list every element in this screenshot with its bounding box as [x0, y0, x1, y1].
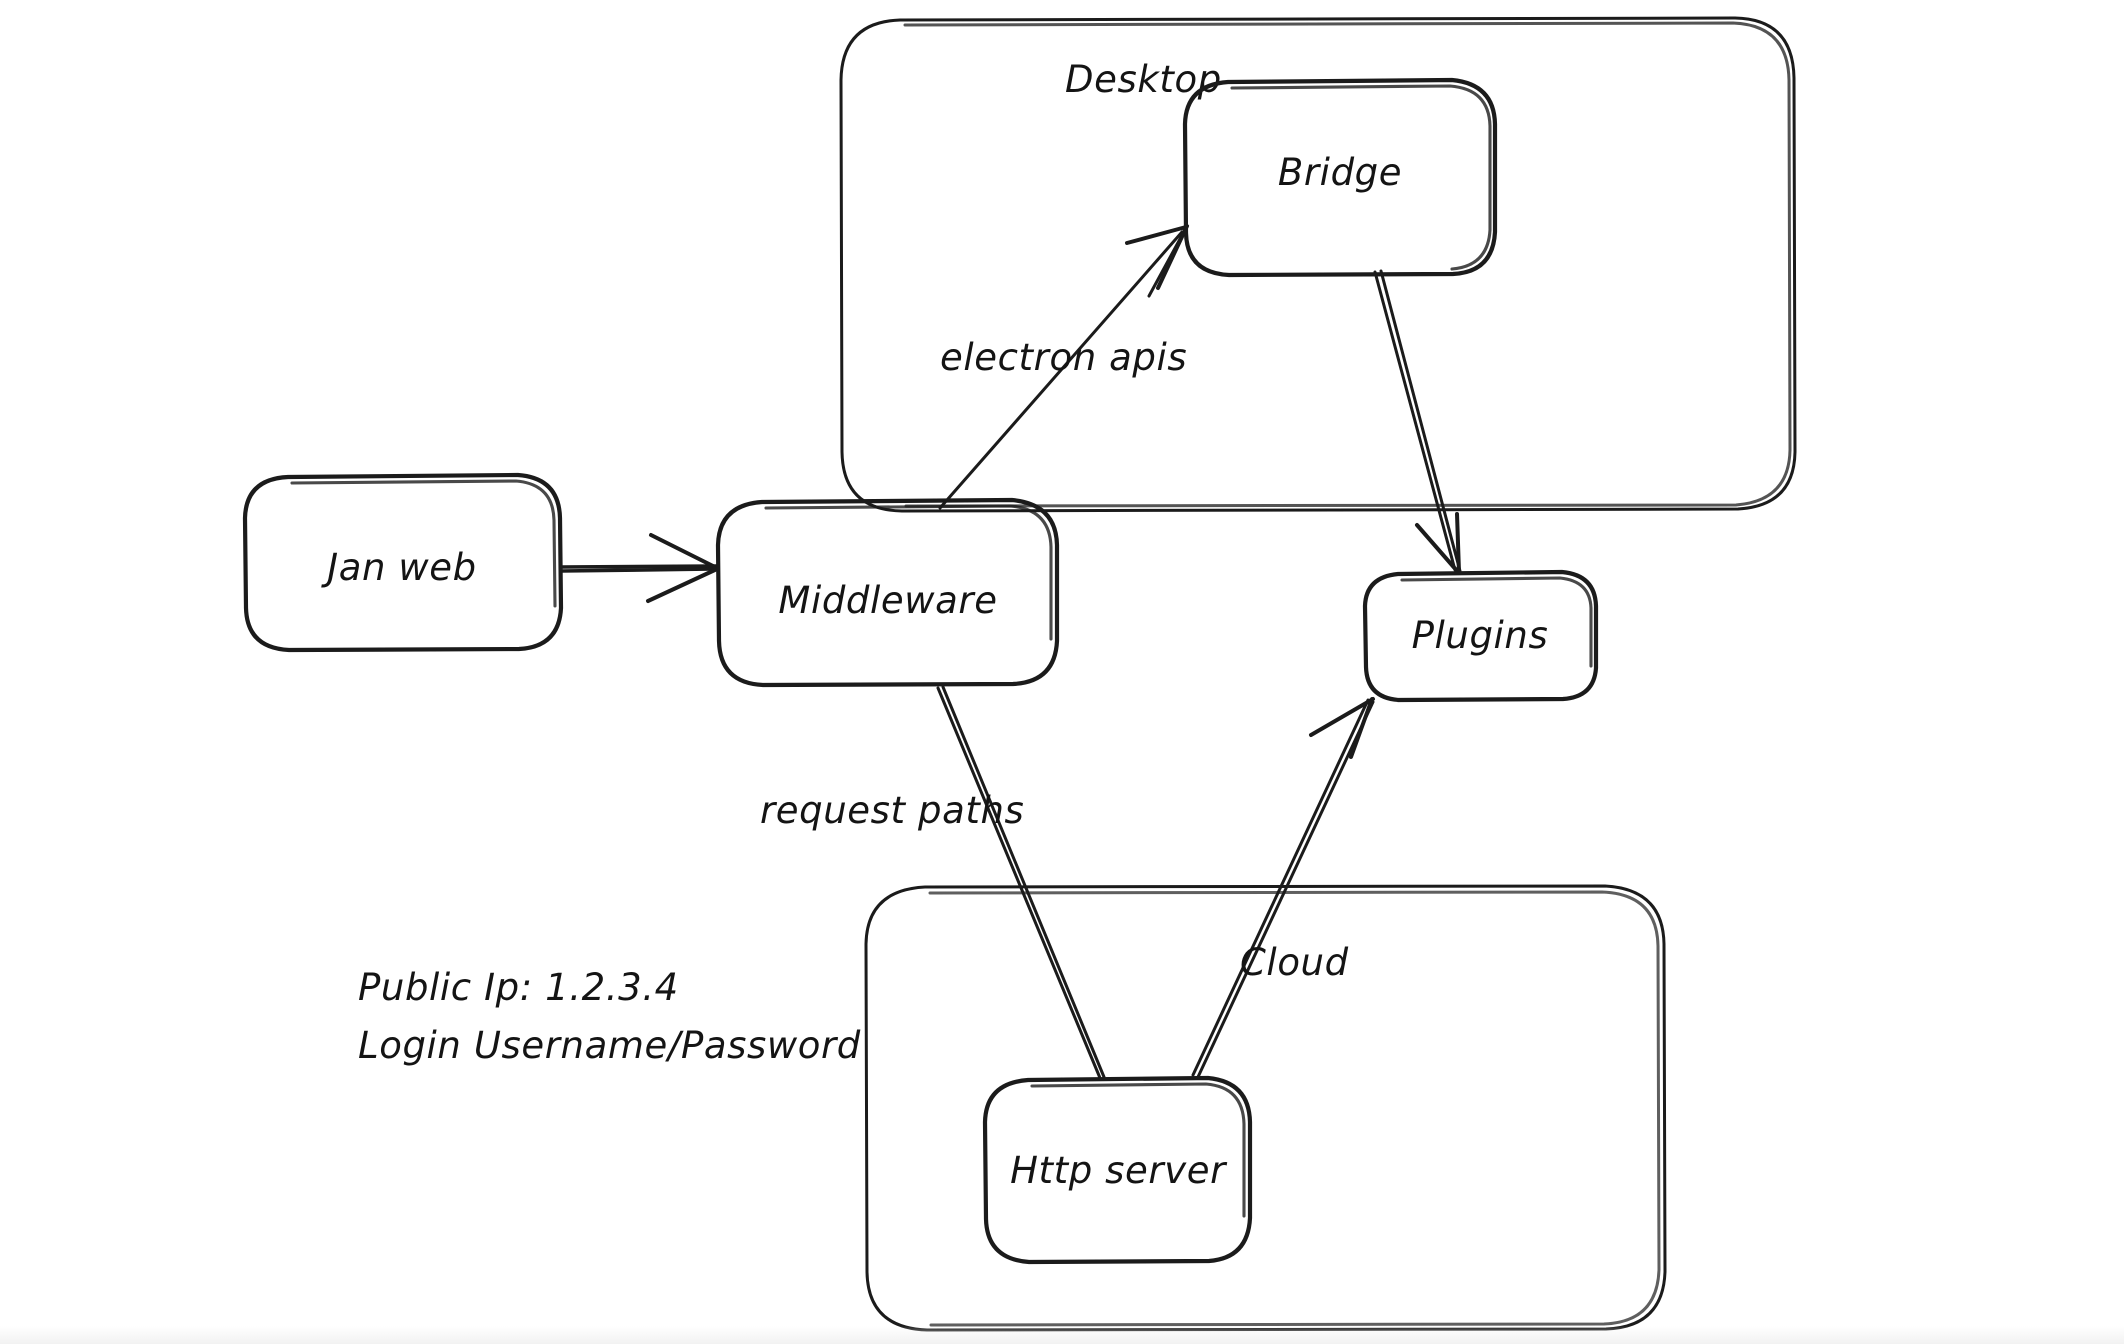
container-desktop[interactable]: Desktop [839, 16, 1797, 513]
annotation-notes: Public Ip: 1.2.3.4 Login Username/Passwo… [358, 966, 861, 1067]
edge-middleware-to-bridge: electron apis [938, 224, 1189, 510]
edge-label-cloud: Cloud [1240, 941, 1349, 984]
note-login-credentials: Login Username/Password [358, 1024, 861, 1067]
edge-bridge-to-plugins [1373, 269, 1462, 574]
edge-label-request-paths: request paths [760, 789, 1024, 832]
node-jan-web[interactable]: Jan web [242, 472, 564, 653]
node-http-server-label: Http server [1010, 1149, 1228, 1192]
edge-middleware-to-http-server: request paths [760, 685, 1106, 1080]
node-middleware[interactable]: Middleware [715, 497, 1060, 688]
node-plugins[interactable]: Plugins [1362, 569, 1599, 703]
node-bridge[interactable]: Bridge [1182, 77, 1498, 278]
edge-http-server-to-plugins: Cloud [1191, 697, 1375, 1079]
node-plugins-label: Plugins [1412, 614, 1549, 657]
node-http-server[interactable]: Http server [982, 1075, 1253, 1265]
edge-jan-web-to-middleware [559, 533, 719, 603]
node-jan-web-label: Jan web [320, 546, 477, 589]
node-middleware-label: Middleware [778, 579, 997, 622]
note-public-ip: Public Ip: 1.2.3.4 [358, 966, 679, 1009]
node-bridge-label: Bridge [1278, 151, 1402, 194]
edge-label-electron-apis: electron apis [940, 336, 1187, 379]
